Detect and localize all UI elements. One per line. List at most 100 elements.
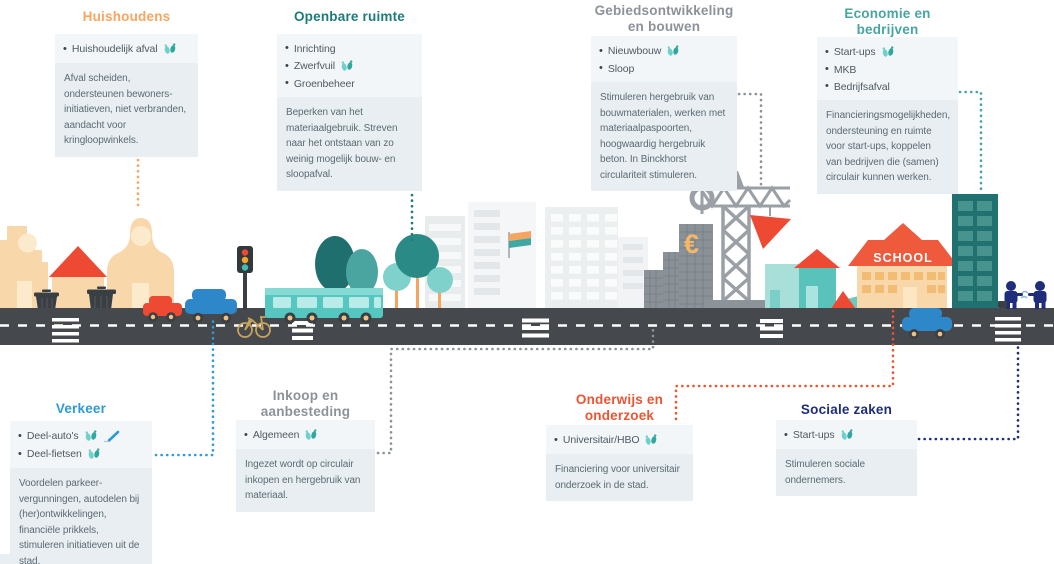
footprints-icon — [881, 45, 895, 59]
traffic-light — [237, 246, 253, 310]
bullet-item: • Algemeen — [244, 426, 367, 444]
stepped-gable-house — [0, 226, 48, 308]
door — [770, 290, 780, 308]
school-gable — [884, 223, 922, 240]
pen-icon — [103, 430, 121, 443]
bullet-label: Nieuwbouw — [607, 45, 662, 57]
red-roof — [794, 249, 840, 268]
bullet-item: • Start-ups — [825, 43, 950, 61]
connector-gebiedsontwikkeling — [737, 92, 763, 189]
bullet-label: Algemeen — [252, 429, 300, 441]
connector-verkeer — [154, 316, 215, 457]
crosswalk — [292, 321, 313, 340]
connector-sociale-zaken — [917, 342, 1020, 441]
bullet-label: Sloop — [607, 62, 635, 75]
people-handshake — [998, 281, 1047, 309]
bullet-label: MKB — [833, 63, 857, 76]
trash-bin — [87, 286, 116, 310]
section-box-sociale-zaken: • Start-ups Stimuleren sociale onderneme… — [776, 420, 917, 496]
bullet-label: Start-ups — [792, 429, 835, 441]
bullet-dot: • — [18, 429, 22, 442]
bullet-item: • Sloop — [599, 60, 729, 77]
crosswalk — [760, 319, 783, 338]
skyscraper — [618, 237, 648, 308]
bullet-label: Inrichting — [293, 42, 336, 55]
bullet-label: Bedrijfsafval — [833, 80, 890, 93]
section-box-onderwijs: • Universitair/HBO Financiering voor uni… — [546, 425, 693, 501]
red-car — [143, 296, 182, 322]
bullet-label: Groenbeheer — [293, 77, 355, 90]
connector-onderwijs — [674, 309, 895, 423]
bullet-dot: • — [285, 77, 289, 89]
footprints-icon — [644, 433, 658, 447]
footprints-icon — [304, 428, 318, 442]
footprints-icon — [84, 429, 98, 443]
bullet-dot: • — [244, 428, 248, 441]
section-title-onderwijs: Onderwijs en onderzoek — [575, 392, 664, 423]
section-title-verkeer: Verkeer — [55, 401, 107, 416]
footprints-icon — [840, 428, 854, 442]
bullet-label: Deel-auto's — [26, 430, 79, 442]
section-title-economie: Economie en bedrijven — [844, 6, 931, 37]
section-description: Stimuleren hergebruik van bouwmaterialen… — [591, 82, 737, 191]
connector-economie — [958, 90, 983, 194]
blue-car — [185, 289, 237, 324]
skyscraper — [545, 207, 618, 308]
tram-bus — [265, 288, 383, 324]
connector-inkoop — [376, 326, 655, 455]
trash-bin — [34, 289, 59, 310]
crosswalk — [522, 318, 549, 338]
bell-gable-house — [107, 218, 174, 308]
section-title-huishoudens: Huishoudens — [82, 9, 171, 24]
bullet-dot: • — [825, 63, 829, 75]
bullet-item: • Deel-auto's — [18, 427, 144, 445]
section-title-sociale-zaken: Sociale zaken — [800, 402, 893, 417]
bullet-dot: • — [784, 428, 788, 441]
bullet-item: • Huishoudelijk afval — [63, 40, 190, 58]
bullet-dot: • — [825, 80, 829, 92]
bullet-dot: • — [554, 433, 558, 446]
school-roof — [848, 240, 958, 266]
bullet-item: • Zwerfvuil — [285, 57, 414, 75]
footprints-icon — [666, 44, 680, 58]
euro-symbol: € — [684, 229, 699, 259]
crane-pennant — [750, 215, 791, 249]
section-box-huishoudens: • Huishoudelijk afval Afval scheiden, on… — [55, 34, 198, 157]
bullet-label: Universitair/HBO — [562, 434, 640, 446]
school-building: SCHOOL — [848, 223, 958, 308]
red-roof-house — [49, 246, 107, 308]
bullet-item: • Start-ups — [784, 426, 909, 444]
section-description: Financiering voor universitair onderzoek… — [546, 454, 693, 501]
bullet-dot: • — [63, 42, 67, 55]
round-window — [18, 233, 37, 253]
bullet-item: • MKB — [825, 61, 950, 78]
red-roof — [49, 246, 107, 277]
teal-building-red-roof — [794, 249, 840, 308]
tree-cluster — [315, 236, 378, 295]
section-box-economie: • Start-ups • MKB • Bedrijfsafval Financ… — [817, 37, 958, 194]
door — [132, 283, 149, 308]
bullet-dot: • — [285, 59, 289, 72]
briefcase — [998, 301, 1007, 308]
section-title-inkoop: Inkoop en aanbesteding — [260, 388, 351, 419]
section-description: Financieringsmogelijkheden, ondersteunin… — [817, 100, 958, 194]
bullet-dot: • — [599, 44, 603, 57]
bullet-label: Deel-fietsen — [26, 448, 82, 460]
flag — [508, 231, 531, 258]
skyscraper — [468, 202, 536, 308]
teal-building — [765, 264, 801, 308]
section-title-openbare-ruimte: Openbare ruimte — [293, 9, 406, 24]
bullet-item: • Universitair/HBO — [554, 431, 685, 449]
handshake-marks — [1020, 290, 1029, 299]
street-trees — [383, 234, 453, 308]
crosswalk — [52, 318, 79, 343]
bullet-label: Huishoudelijk afval — [71, 43, 158, 55]
blue-car-right — [902, 308, 952, 339]
bullet-dot: • — [825, 45, 829, 58]
school-label: SCHOOL — [873, 251, 932, 265]
section-description: Ingezet wordt op circulair inkopen en he… — [236, 449, 375, 512]
crosswalk — [995, 317, 1021, 342]
school-windows — [862, 272, 945, 293]
